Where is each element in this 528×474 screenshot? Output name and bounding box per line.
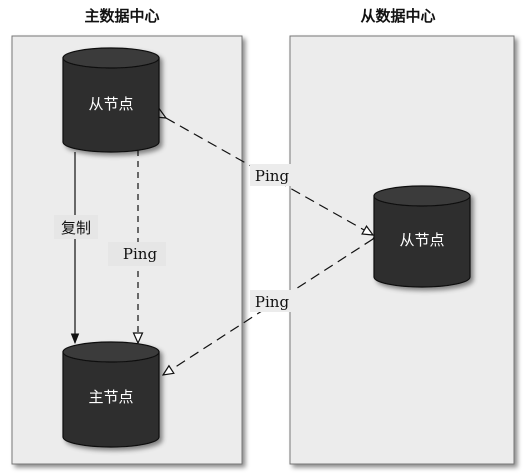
replicate-label: 复制 <box>54 215 98 239</box>
svg-text:Ping: Ping <box>255 167 290 185</box>
ping-local-label: Ping <box>108 242 166 266</box>
primary-master-node <box>62 341 160 448</box>
primary-slave-label: 从节点 <box>88 95 133 113</box>
svg-text:Ping: Ping <box>123 245 158 263</box>
primary-datacenter-title: 主数据中心 <box>84 7 159 25</box>
secondary-datacenter-title: 从数据中心 <box>360 7 435 25</box>
ping-cross-bottom-label: Ping <box>250 290 294 312</box>
primary-master-label: 主节点 <box>88 388 133 406</box>
secondary-slave-node <box>373 185 471 288</box>
svg-text:Ping: Ping <box>255 293 290 311</box>
secondary-slave-label: 从节点 <box>399 231 444 249</box>
ping-cross-bottom-arrow <box>163 239 373 375</box>
primary-slave-node <box>62 47 160 153</box>
svg-text:复制: 复制 <box>61 219 91 237</box>
ping-cross-top-label: Ping <box>250 164 294 186</box>
